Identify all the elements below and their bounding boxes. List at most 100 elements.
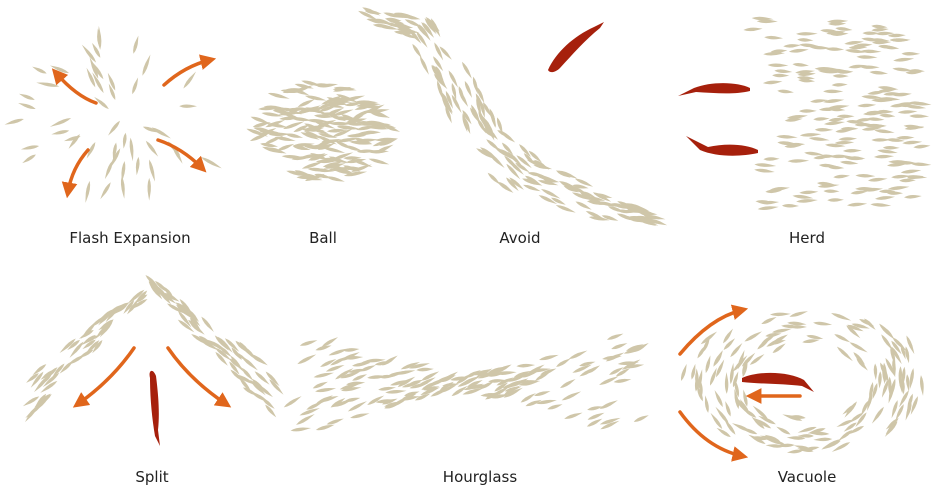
- school-fish: [21, 153, 37, 165]
- school-fish: [31, 363, 47, 377]
- school-fish: [870, 406, 885, 425]
- school-fish: [131, 77, 140, 95]
- school-fish: [879, 113, 896, 118]
- school-fish: [772, 327, 792, 334]
- school-fish: [49, 116, 72, 128]
- school-fish: [833, 74, 849, 78]
- school-fish: [813, 321, 832, 327]
- school-fish: [416, 367, 434, 372]
- predator-fish: [686, 136, 758, 156]
- school-fish: [913, 144, 930, 149]
- school-fish: [823, 98, 844, 104]
- school-fish: [898, 110, 918, 115]
- school-fish: [761, 315, 778, 325]
- school-fish: [856, 55, 877, 59]
- predator-fish: [150, 371, 160, 446]
- school-fish: [144, 140, 159, 158]
- school-fish: [313, 371, 334, 379]
- school-fish: [909, 114, 929, 118]
- school-fish: [867, 117, 885, 122]
- school-fish: [823, 90, 843, 93]
- school-fish: [268, 378, 285, 396]
- arrow-top: [680, 310, 742, 354]
- school-fish: [774, 69, 792, 74]
- school-fish: [763, 80, 783, 85]
- predator-fish: [548, 22, 604, 72]
- school-fish: [789, 48, 809, 54]
- school-fish: [120, 161, 126, 183]
- arrow-right: [168, 348, 226, 404]
- school-fish: [129, 137, 135, 161]
- school-fish: [135, 157, 140, 176]
- escape-arrows: [56, 60, 210, 192]
- school-fish: [893, 57, 914, 63]
- school-fish: [873, 363, 877, 380]
- school-fish: [878, 371, 882, 388]
- school-fish: [799, 109, 817, 113]
- school-fish: [561, 390, 582, 402]
- school-fish: [200, 316, 215, 334]
- school-fish: [744, 330, 763, 343]
- predator-fish: [678, 83, 750, 96]
- school-fish: [767, 63, 788, 67]
- school-fish: [67, 133, 81, 150]
- label-avoid: Avoid: [499, 229, 540, 247]
- panel-split: Split: [22, 274, 285, 486]
- school-fish: [888, 185, 910, 191]
- school-fish: [833, 174, 850, 179]
- school-fish: [883, 146, 900, 150]
- school-fish: [810, 98, 828, 103]
- school-fish: [832, 83, 848, 87]
- school-fish: [830, 312, 851, 323]
- school-fish: [84, 181, 92, 204]
- school-fish: [754, 163, 776, 168]
- school-fish: [823, 189, 839, 193]
- school-fish: [796, 198, 818, 203]
- school-fish: [708, 367, 718, 386]
- school-fish: [51, 129, 70, 136]
- school-fish: [870, 203, 891, 208]
- school-fish: [326, 417, 344, 426]
- school-fish: [704, 395, 710, 413]
- school-fish: [813, 117, 830, 121]
- school-fish: [777, 89, 794, 94]
- school-fish: [863, 317, 877, 331]
- school-fish: [21, 144, 40, 151]
- panel-ball: Ball: [246, 79, 401, 247]
- school-fish: [4, 117, 24, 126]
- school-fish: [776, 135, 798, 140]
- school-fish: [874, 154, 894, 158]
- school-fish: [783, 43, 801, 48]
- school-fish: [792, 194, 813, 200]
- school-fish: [633, 414, 649, 424]
- school-fish: [899, 178, 916, 182]
- school-fish: [900, 168, 921, 174]
- fish-school: [743, 16, 931, 211]
- school-fish: [868, 177, 888, 182]
- school-fish: [833, 333, 851, 344]
- school-fish: [860, 49, 881, 53]
- school-fish: [141, 54, 152, 77]
- school-fish: [440, 370, 459, 383]
- school-fish: [827, 19, 848, 23]
- school-fish: [49, 64, 69, 75]
- school-fish: [587, 411, 605, 421]
- school-fish: [725, 372, 729, 394]
- fish-school: [4, 26, 223, 204]
- school-fish: [724, 401, 733, 417]
- school-fish: [328, 347, 350, 357]
- school-fish: [463, 80, 473, 98]
- school-fish: [902, 140, 922, 145]
- arrow-down-right: [158, 140, 202, 168]
- school-fish: [757, 205, 778, 211]
- school-fish: [815, 128, 833, 132]
- school-fish: [799, 190, 818, 195]
- arrow-down-left: [68, 150, 88, 192]
- predator-fish: [742, 373, 814, 392]
- school-fish: [297, 353, 318, 366]
- school-fish: [555, 204, 576, 215]
- school-fish: [743, 27, 762, 32]
- school-fish: [151, 126, 172, 140]
- label-split: Split: [135, 468, 168, 486]
- school-fish: [704, 355, 712, 374]
